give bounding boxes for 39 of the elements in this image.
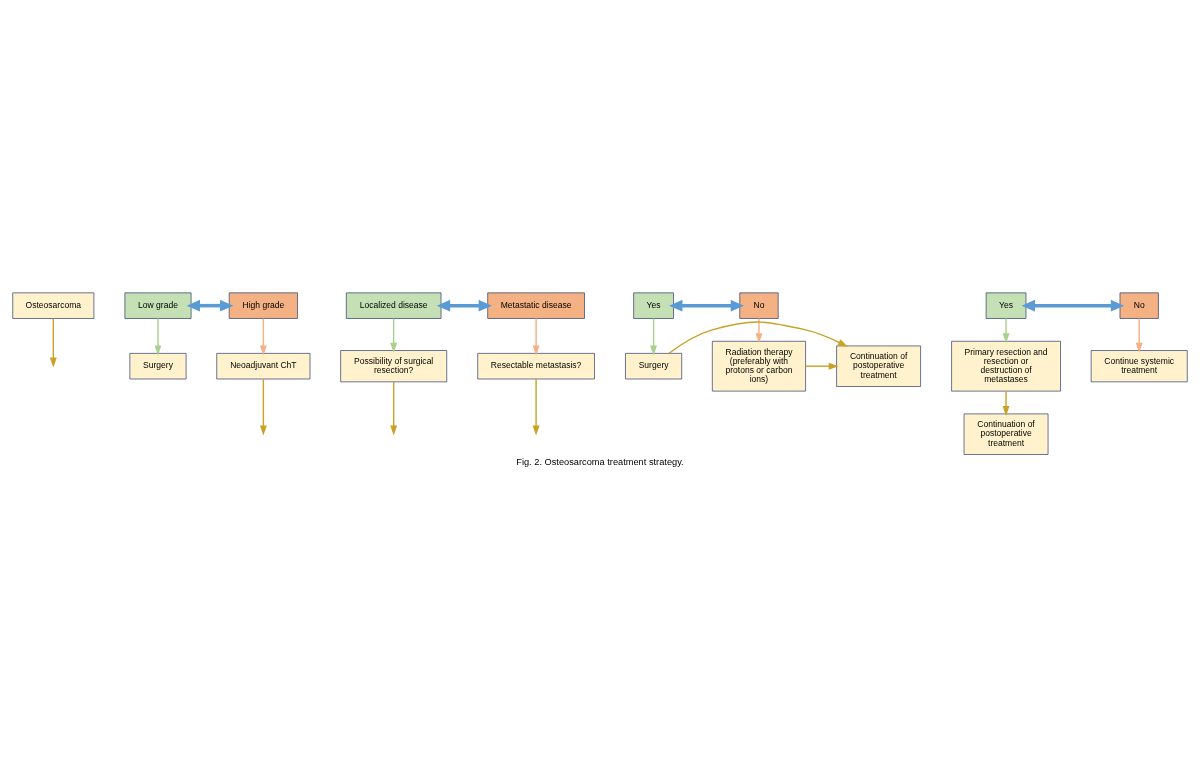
arrow xyxy=(390,317,398,353)
arrow xyxy=(805,362,839,370)
arrow xyxy=(49,317,57,368)
node-box: Yes xyxy=(985,292,1027,319)
node-box: Metastatic disease xyxy=(487,292,585,319)
node-box: Continuation of postoperative treatment xyxy=(836,345,921,387)
arrow xyxy=(154,317,162,355)
node-box: Neoadjuvant ChT xyxy=(216,352,311,379)
node-box: Possibility of surgical resection? xyxy=(340,349,448,382)
node-box: Yes xyxy=(633,292,674,319)
arrow xyxy=(259,317,267,355)
node-box: Surgery xyxy=(625,352,683,379)
arrow xyxy=(186,299,234,311)
node-box: Continuation of postoperative treatment xyxy=(963,413,1049,455)
arrow xyxy=(755,317,763,343)
arrow xyxy=(650,317,658,355)
node-box: No xyxy=(1119,292,1159,319)
arrow xyxy=(390,380,398,436)
node-box: Surgery xyxy=(129,352,187,379)
node-box: Osteosarcoma xyxy=(12,292,95,319)
arrow xyxy=(532,377,540,436)
arrow xyxy=(668,320,848,354)
node-box: High grade xyxy=(228,292,298,319)
caption: Fig. 2. Osteosarcoma treatment strategy. xyxy=(516,456,684,467)
arrow xyxy=(1002,317,1010,343)
node-box: Low grade xyxy=(124,292,192,319)
node-box: Resectable metastasis? xyxy=(477,352,595,379)
node-box: No xyxy=(739,292,779,319)
node-box: Continue systemic treatment xyxy=(1090,349,1188,382)
node-box: Localized disease xyxy=(345,292,442,319)
node-box: Radiation therapy (preferably with protons or carbon ions) xyxy=(711,340,806,391)
arrow xyxy=(1135,317,1143,353)
node-box: Primary resection and resection or destruction of metastases xyxy=(951,340,1061,391)
arrow xyxy=(259,377,267,436)
arrow xyxy=(532,317,540,355)
arrow xyxy=(1021,299,1125,311)
arrow xyxy=(669,299,745,311)
arrow xyxy=(436,299,492,311)
arrow xyxy=(1002,389,1010,416)
